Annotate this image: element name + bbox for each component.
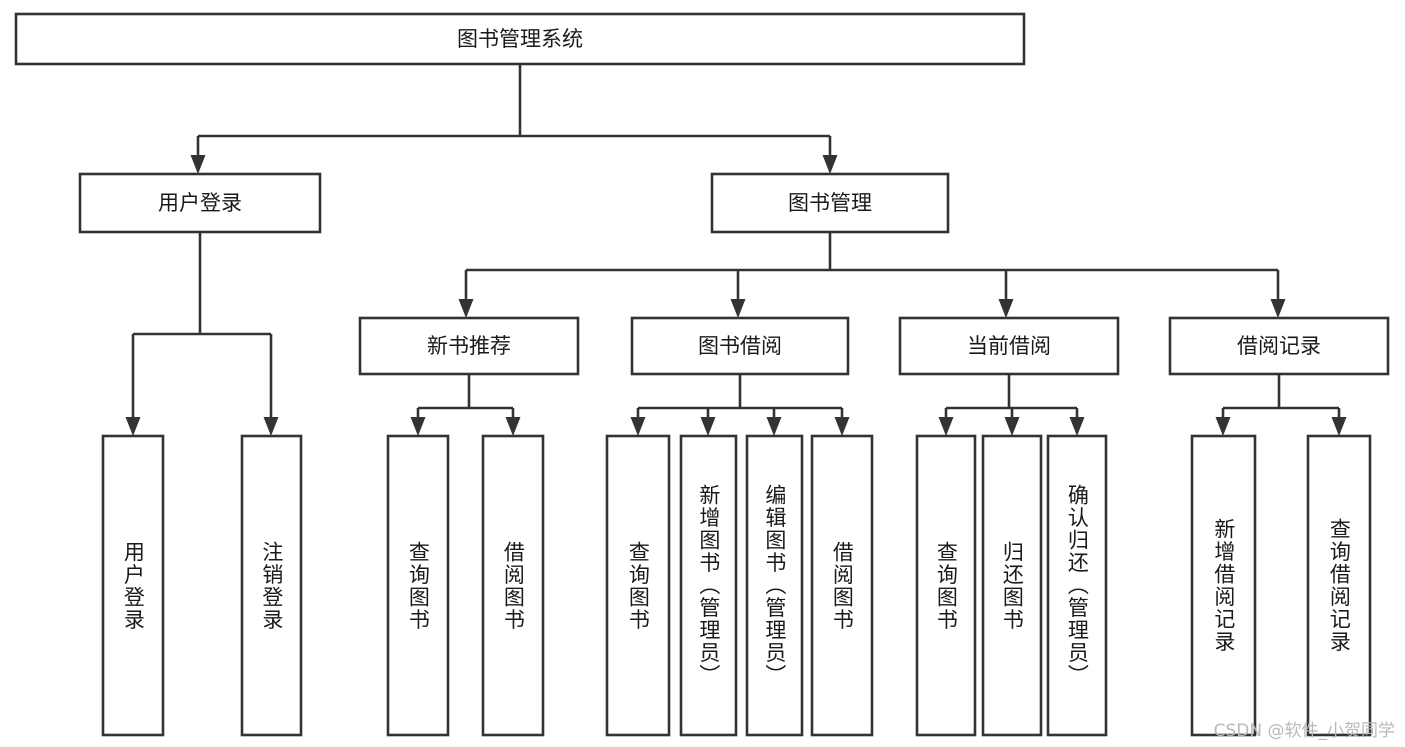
arrow-head-icon-group-0-1 <box>505 417 521 436</box>
node-label-current-borrow: 当前借阅 <box>967 334 1051 358</box>
arrow-head-icon-bookmgmt-2 <box>998 299 1014 318</box>
arrow-head-icon-bookmgmt-1 <box>730 299 746 318</box>
arrow-head-icon-userlogin-0 <box>125 417 141 436</box>
node-box-system-title[interactable] <box>14 12 1026 66</box>
node-box-leaf-query-book-3[interactable] <box>915 434 977 737</box>
node-label-book-management: 图书管理 <box>788 191 872 215</box>
arrow-head-icon-group-2-2 <box>1069 417 1085 436</box>
node-box-leaf-query-book-2[interactable] <box>605 434 671 737</box>
arrow-head-icon-group-1-3 <box>834 417 850 436</box>
arrow-head-icon-userlogin-1 <box>263 417 279 436</box>
node-box-book-management[interactable] <box>710 172 950 234</box>
arrow-head-icon-group-2-1 <box>1004 417 1020 436</box>
arrow-head-icon-group-1-1 <box>700 417 716 436</box>
node-box-current-borrow[interactable] <box>898 316 1120 376</box>
arrow-head-icon-group-2-0 <box>938 417 954 436</box>
node-box-leaf-return-book[interactable] <box>981 434 1043 737</box>
arrow-head-icon-group-3-1 <box>1331 417 1347 436</box>
node-box-borrow-record[interactable] <box>1168 316 1390 376</box>
node-box-book-borrow[interactable] <box>630 316 850 376</box>
arrow-head-icon-group-1-2 <box>766 417 782 436</box>
node-box-leaf-query-borrow-record[interactable] <box>1306 434 1372 737</box>
node-box-leaf-borrow-book-2[interactable] <box>810 434 874 737</box>
arrow-head-icon-root-1 <box>822 155 838 174</box>
arrow-head-icon-group-0-0 <box>410 417 426 436</box>
node-box-leaf-query-book-1[interactable] <box>386 434 450 737</box>
node-box-leaf-borrow-book-1[interactable] <box>481 434 545 737</box>
node-box-leaf-add-borrow-record[interactable] <box>1190 434 1257 737</box>
node-box-leaf-confirm-return-admin[interactable] <box>1046 434 1108 737</box>
node-label-book-borrow: 图书借阅 <box>698 334 782 358</box>
node-box-leaf-add-book-admin[interactable] <box>679 434 738 737</box>
node-label-user-login: 用户登录 <box>158 191 242 215</box>
arrow-head-icon-group-3-0 <box>1215 417 1231 436</box>
node-label-new-book-recommend: 新书推荐 <box>427 334 511 358</box>
csdn-watermark: CSDN @软件_小贺同学 <box>1213 721 1395 741</box>
node-box-leaf-logout-login[interactable] <box>240 434 303 737</box>
node-box-leaf-user-login[interactable] <box>101 434 165 737</box>
arrow-head-icon-bookmgmt-3 <box>1270 299 1286 318</box>
node-box-new-book-recommend[interactable] <box>358 316 580 376</box>
arrow-head-icon-root-0 <box>190 155 206 174</box>
node-box-leaf-edit-book-admin[interactable] <box>745 434 804 737</box>
arrow-head-icon-group-1-0 <box>630 417 646 436</box>
node-label-borrow-record: 借阅记录 <box>1237 334 1321 358</box>
node-label-system-title: 图书管理系统 <box>457 27 583 51</box>
arrow-head-icon-bookmgmt-0 <box>458 299 474 318</box>
